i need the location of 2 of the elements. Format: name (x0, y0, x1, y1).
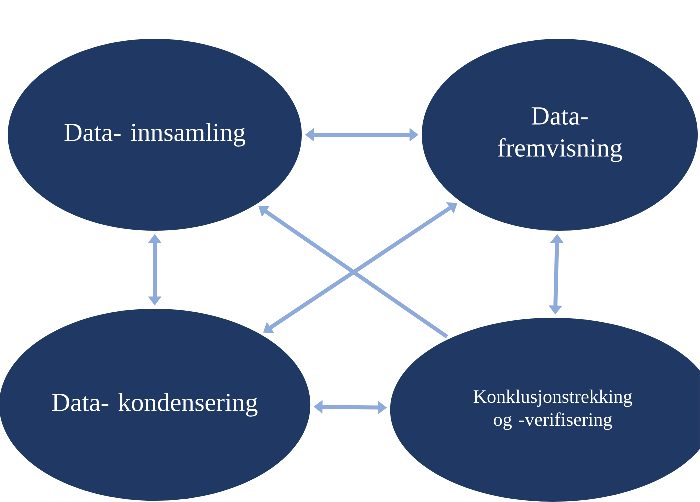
ellipse-node: Data- innsamling (8, 39, 302, 231)
ellipse-node: Data- fremvisning (422, 39, 698, 231)
